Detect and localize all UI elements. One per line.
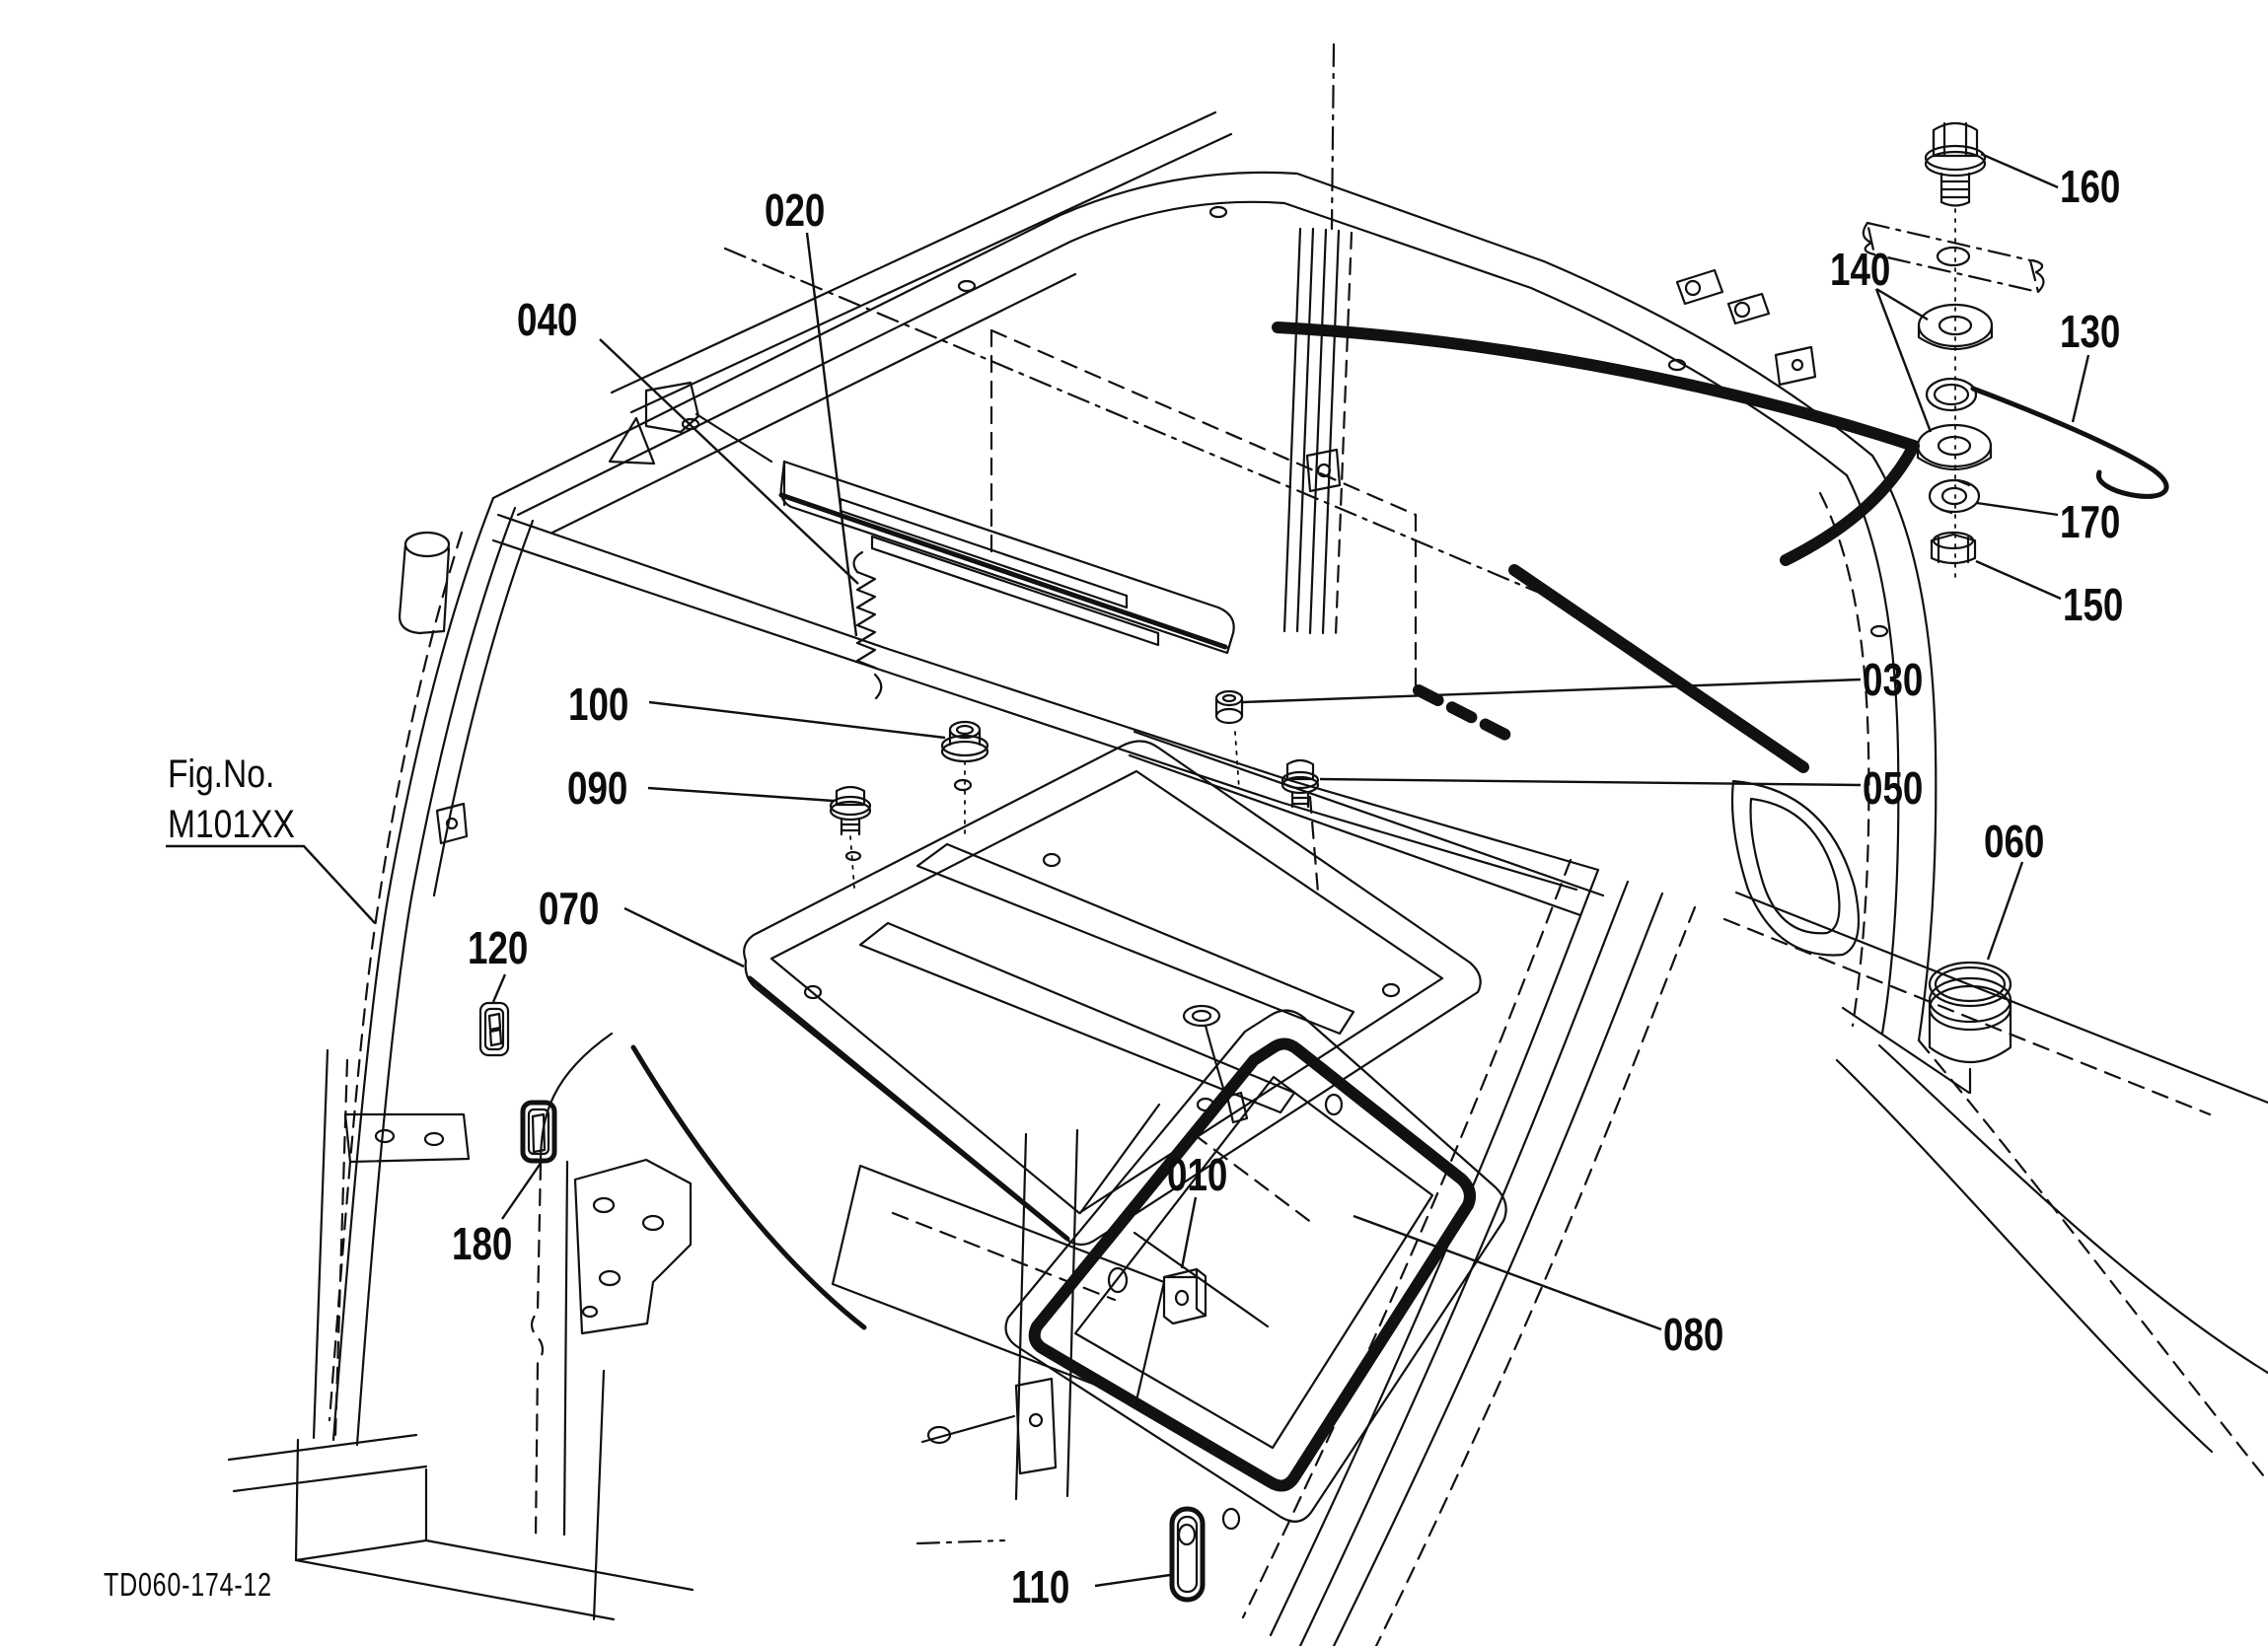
callout-120-text: 120 (468, 922, 529, 973)
washer-head-screw-icon (1214, 689, 1244, 725)
figure-number-value: M101XX (168, 803, 295, 847)
plain-washer-icon (1916, 423, 1993, 471)
callout-130: 130 (2060, 309, 2120, 354)
drawing-code-text: TD060-174-12 (104, 1566, 272, 1603)
drawing-code: TD060-174-12 (104, 1566, 272, 1604)
square-grommet-icon (478, 1001, 510, 1057)
callout-030: 030 (1863, 657, 1923, 702)
callout-120: 120 (468, 925, 528, 970)
callout-050: 050 (1863, 765, 1923, 811)
callout-010: 010 (1167, 1152, 1227, 1197)
callout-080: 080 (1663, 1312, 1723, 1357)
callout-140: 140 (1830, 247, 1890, 292)
glass-stop-plate-icon (1162, 1267, 1207, 1325)
callout-100: 100 (568, 681, 628, 727)
flange-bolt-icon (1280, 758, 1320, 809)
figure-number-label: Fig.No. (168, 752, 275, 796)
callout-060: 060 (1984, 819, 2044, 864)
rubber-cap-icon (1841, 961, 2012, 1095)
cab-frame-lines (227, 42, 2268, 1646)
callout-150-text: 150 (2063, 579, 2124, 630)
callout-070: 070 (539, 886, 599, 931)
hook-rod-icon (1925, 377, 2169, 499)
torn-plate-icon (1862, 221, 2045, 294)
callout-050-text: 050 (1863, 762, 1924, 814)
callout-130-text: 130 (2060, 306, 2121, 357)
callout-070-text: 070 (539, 883, 600, 934)
callout-170: 170 (2060, 499, 2120, 544)
cap-nut-icon (940, 720, 989, 841)
flange-bolt-icon (1924, 121, 1987, 207)
callout-100-text: 100 (568, 679, 629, 730)
callout-180-text: 180 (452, 1218, 513, 1269)
oval-grommet-icon (1169, 1506, 1206, 1603)
callout-090: 090 (567, 765, 627, 811)
flange-bolt-icon (829, 785, 872, 889)
callout-080-text: 080 (1663, 1309, 1724, 1360)
callout-010-text: 010 (1167, 1149, 1228, 1200)
hex-nut-icon (1930, 531, 1977, 565)
callout-060-text: 060 (1984, 816, 2045, 867)
callout-040-text: 040 (517, 294, 578, 345)
square-grommet-icon (520, 1100, 557, 1164)
callout-leader-lines (166, 152, 2090, 1588)
callout-030-text: 030 (1863, 654, 1924, 705)
callout-170-text: 170 (2060, 496, 2121, 547)
callout-160-text: 160 (2060, 161, 2121, 212)
callout-020: 020 (765, 187, 825, 233)
callout-110: 110 (1011, 1564, 1069, 1610)
callout-150: 150 (2063, 582, 2123, 627)
callout-090-text: 090 (567, 762, 628, 814)
callout-020-text: 020 (765, 184, 826, 236)
callout-160: 160 (2060, 164, 2120, 209)
plain-washer-icon (1917, 303, 1994, 351)
figure-number-block: Fig.No. M101XX (168, 750, 295, 850)
spring-washer-icon (1928, 478, 1981, 515)
callout-180: 180 (452, 1221, 512, 1266)
callout-140-text: 140 (1830, 244, 1891, 295)
tension-spring-icon (852, 550, 883, 700)
callout-040: 040 (517, 297, 577, 342)
callout-110-text: 110 (1011, 1561, 1070, 1612)
